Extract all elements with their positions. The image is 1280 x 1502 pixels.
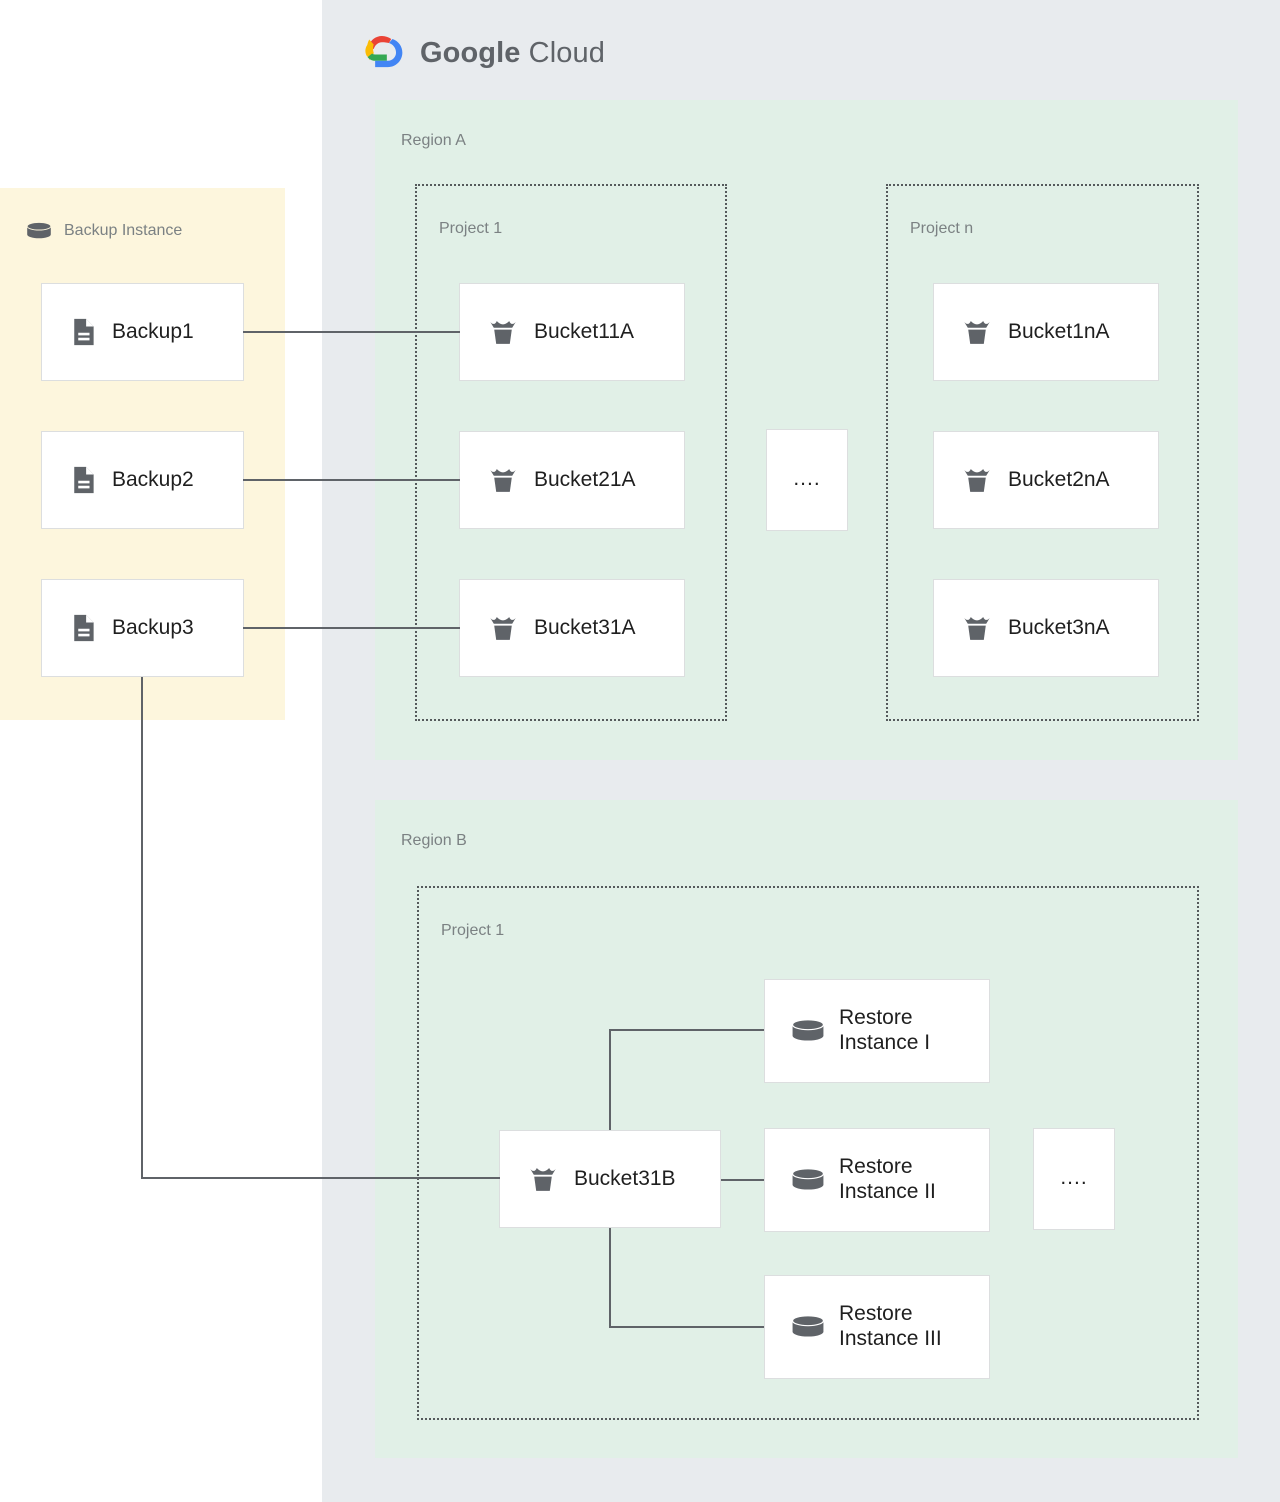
node-backup2[interactable]: Backup2 — [41, 431, 244, 529]
database-cylinder-icon — [26, 221, 52, 239]
node-label: Bucket3nA — [1008, 615, 1110, 639]
node-bucket2na[interactable]: Bucket2nA — [933, 431, 1159, 529]
project-1-label: Project 1 — [439, 220, 503, 237]
database-cylinder-icon — [791, 1019, 825, 1041]
bucket-icon — [963, 320, 991, 344]
region-a-label: Region A — [401, 132, 466, 149]
google-cloud-brand: Google Cloud — [360, 30, 605, 76]
node-bucket31a[interactable]: Bucket31A — [459, 579, 685, 677]
node-label: Bucket1nA — [1008, 319, 1110, 343]
connector-backup3-to-bucket31b-horizontal — [141, 1177, 500, 1179]
node-label: Bucket11A — [534, 319, 635, 343]
node-label: Bucket2nA — [1008, 467, 1110, 491]
connector-backup1-to-bucket11a — [243, 331, 460, 333]
bucket-icon — [529, 1167, 557, 1191]
connector-backup3-to-bucket31b-vertical — [141, 677, 143, 1179]
project-n-region-a: Project n — [886, 184, 1199, 721]
document-icon — [74, 318, 94, 346]
database-cylinder-icon — [791, 1315, 825, 1337]
node-label: Restore Instance II — [839, 1155, 936, 1203]
connector-backup2-to-bucket21a — [243, 479, 460, 481]
backup-instance-label: Backup Instance — [64, 222, 183, 239]
node-label: Restore Instance III — [839, 1302, 942, 1350]
node-restore-instance-iii[interactable]: Restore Instance III — [764, 1275, 990, 1379]
node-bucket1na[interactable]: Bucket1nA — [933, 283, 1159, 381]
bucket-icon — [963, 468, 991, 492]
project-1-region-a: Project 1 — [415, 184, 727, 721]
connector-bucket31b-to-restore-iii-horizontal — [609, 1326, 765, 1328]
node-label: Restore Instance I — [839, 1006, 931, 1054]
connector-backup3-to-bucket31a — [243, 627, 460, 629]
google-cloud-wordmark: Google Cloud — [420, 37, 605, 70]
backup-instance-title: Backup Instance — [26, 220, 182, 242]
project-1-label: Project 1 — [441, 922, 505, 939]
node-label: Bucket21A — [534, 467, 636, 491]
project-n-label: Project n — [910, 220, 974, 237]
ellipsis-label: .... — [793, 466, 821, 490]
bucket-icon — [489, 616, 517, 640]
document-icon — [74, 466, 94, 494]
document-icon — [74, 614, 94, 642]
project-1-region-b: Project 1 — [417, 886, 1199, 1420]
node-label: Bucket31B — [574, 1166, 676, 1190]
google-cloud-logo-icon — [365, 35, 403, 68]
connector-bucket31b-to-restore-iii-vertical — [609, 1179, 611, 1327]
node-ellipsis-region-b: .... — [1033, 1128, 1115, 1230]
ellipsis-label: .... — [1060, 1165, 1088, 1189]
node-label: Backup3 — [112, 615, 194, 639]
node-backup3[interactable]: Backup3 — [41, 579, 244, 677]
connector-bucket31b-to-restore-i-horizontal — [609, 1029, 765, 1031]
node-restore-instance-ii[interactable]: Restore Instance II — [764, 1128, 990, 1232]
node-label: Bucket31A — [534, 615, 636, 639]
node-restore-instance-i[interactable]: Restore Instance I — [764, 979, 990, 1083]
node-bucket11a[interactable]: Bucket11A — [459, 283, 685, 381]
node-bucket21a[interactable]: Bucket21A — [459, 431, 685, 529]
node-bucket31b[interactable]: Bucket31B — [499, 1130, 721, 1228]
node-label: Backup1 — [112, 319, 194, 343]
connector-bucket31b-to-restore-ii — [720, 1179, 765, 1181]
region-b-label: Region B — [401, 832, 467, 849]
database-cylinder-icon — [791, 1168, 825, 1190]
bucket-icon — [963, 616, 991, 640]
node-label: Backup2 — [112, 467, 194, 491]
node-bucket3na[interactable]: Bucket3nA — [933, 579, 1159, 677]
node-ellipsis-region-a: .... — [766, 429, 848, 531]
brand-cloud: Cloud — [528, 36, 605, 69]
brand-google: Google — [420, 36, 521, 69]
node-backup1[interactable]: Backup1 — [41, 283, 244, 381]
bucket-icon — [489, 320, 517, 344]
bucket-icon — [489, 468, 517, 492]
connector-bucket31b-to-restore-i-vertical — [609, 1029, 611, 1181]
